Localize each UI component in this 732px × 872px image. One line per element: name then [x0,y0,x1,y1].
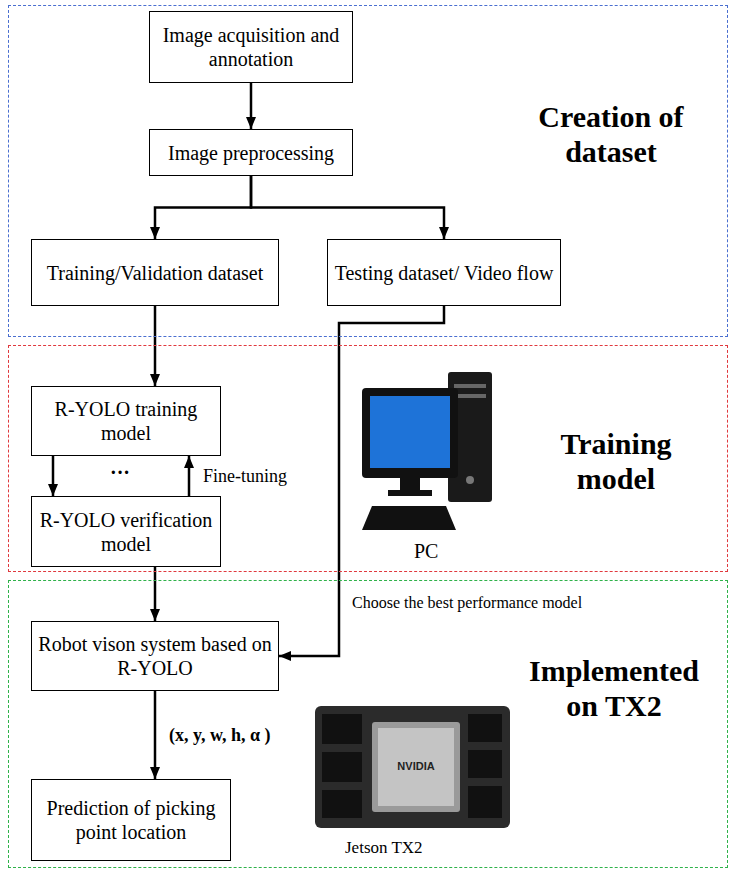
annotation-label: Choose the best performance model [352,594,582,612]
flow-arrow [52,456,55,496]
process-box: Image preprocessing [149,129,353,176]
band-heading: Implemented on TX2 [519,653,709,724]
box-label: Prediction of picking point location [38,796,224,844]
component [322,714,362,744]
flow-arrow [154,691,157,779]
pc-monitor [362,388,458,478]
flow-arrow [251,176,444,239]
box-label: Robot vison system based on R-YOLO [38,632,272,680]
process-box: R-YOLO verification model [31,496,221,567]
pc-keyboard [362,506,456,530]
box-label: Training/Validation dataset [47,261,263,285]
pc-illustration [362,372,492,530]
pc-tower-slot [454,384,486,388]
edge-label: (x, y, w, h, α ) [167,725,273,746]
process-box: Prediction of picking point location [31,779,231,861]
pc-power-button [466,476,474,484]
box-label: R-YOLO verification model [38,508,214,556]
stage-band: Creation of dataset Image acquisition and… [8,5,728,337]
jetson-illustration [315,706,510,828]
band-heading: Training model [531,426,701,497]
annotation-label: NVIDIA [397,760,434,772]
annotation-label: ··· [110,461,130,484]
process-box: Image acquisition and annotation [149,11,353,83]
stage-band: Training model R-YOLO training modelR-YOL… [8,345,728,572]
component [468,750,502,778]
flow-arrow [155,176,251,239]
pc-base [388,490,432,496]
pc-screen [370,396,450,468]
annotation-label: PC [414,540,438,563]
process-box: Robot vison system based on R-YOLO [31,621,279,691]
box-label: Testing dataset/ Video flow [335,261,554,285]
flow-arrow [154,306,157,386]
process-box: Training/Validation dataset [31,239,279,306]
board [315,706,510,828]
box-label: Image preprocessing [168,141,334,165]
stage-band: Implemented on TX2 Robot vison system bas… [8,580,728,868]
process-box: Testing dataset/ Video flow [327,239,561,306]
box-label: Image acquisition and annotation [156,23,346,71]
soc-lid [378,728,454,806]
pc-stand [400,478,420,490]
annotation-label: Jetson TX2 [345,838,423,858]
band-heading: Creation of dataset [506,99,716,170]
component [322,790,362,818]
component [322,752,362,782]
component [468,714,502,742]
component [468,786,502,818]
flow-arrow [154,567,157,621]
soc-chip [372,722,460,812]
flow-arrow [188,456,191,496]
flow-arrow [250,83,253,129]
process-box: R-YOLO training model [31,386,221,456]
box-label: R-YOLO training model [38,397,214,445]
pc-tower-slot [454,394,486,398]
edge-label: Fine-tuning [201,466,289,487]
